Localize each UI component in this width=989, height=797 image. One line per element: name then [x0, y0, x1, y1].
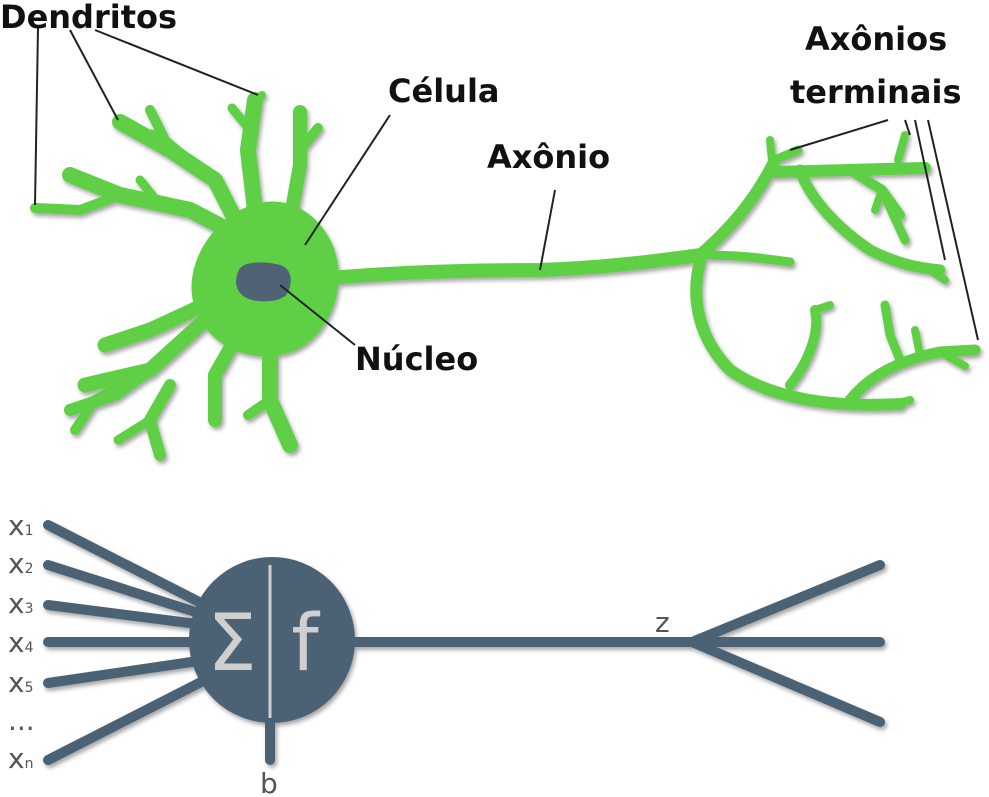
activation-symbol: f	[291, 599, 320, 689]
cell-label: Célula	[388, 72, 500, 110]
input-ellipsis: ...	[8, 704, 35, 737]
axon-label: Axônio	[487, 138, 610, 176]
neuron-node	[189, 557, 355, 723]
biological-neuron	[30, 91, 981, 461]
axon-terminals	[690, 131, 981, 411]
dendrites	[30, 91, 323, 461]
output-branches	[687, 560, 885, 727]
input-label: x4	[8, 626, 34, 659]
input-label: x5	[8, 666, 34, 699]
axon	[323, 248, 707, 285]
sum-symbol: Σ	[207, 599, 256, 689]
artificial-neuron	[43, 520, 885, 765]
nucleus	[236, 262, 291, 302]
axon-terminals-label-line1: Axônios	[805, 20, 947, 58]
input-label: x1	[8, 509, 34, 542]
input-label: x3	[8, 587, 34, 620]
input-labels: x1 x2 x3 x4 x5 ... xn	[8, 509, 35, 775]
input-label: x2	[8, 547, 34, 580]
input-lines	[43, 520, 210, 765]
bias-label: b	[260, 767, 278, 797]
axon-terminals-label-line2: terminais	[790, 73, 961, 111]
input-label: xn	[8, 742, 33, 775]
dendrites-label: Dendritos	[0, 0, 177, 36]
label-pointers	[34, 27, 979, 346]
nucleus-label: Núcleo	[355, 340, 478, 378]
output-label: z	[655, 606, 670, 639]
